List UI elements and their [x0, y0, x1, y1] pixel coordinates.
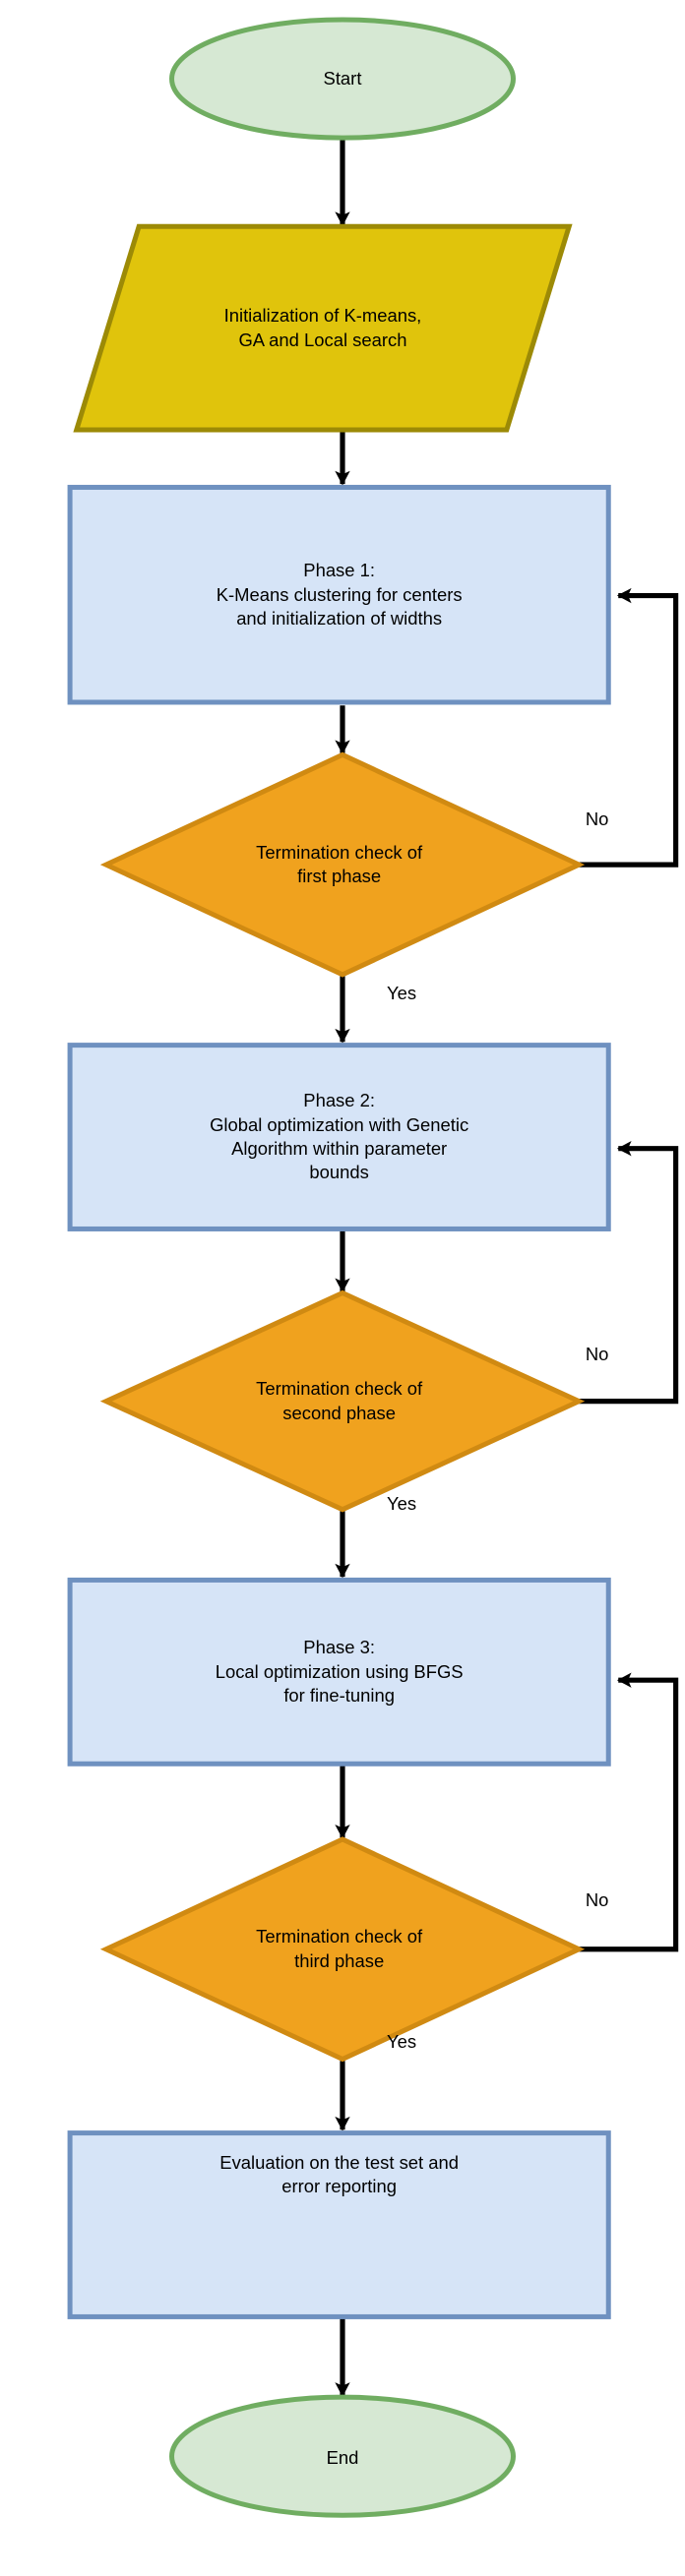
- termination-check-second-phase-shape: [99, 1289, 586, 1513]
- connector-check-1-no-feedback-to-phase-1: [579, 587, 679, 868]
- termination-check-first-phase-shape: [99, 751, 586, 978]
- initialization-io-shape: [73, 223, 573, 433]
- connector-check-2-no-feedback-to-phase-2: [579, 1141, 679, 1405]
- start-terminal-shape: [169, 17, 516, 141]
- edge-label-no-third: No: [585, 1889, 609, 1911]
- end-terminal-shape: [169, 2394, 516, 2518]
- phase-1-process-shape: [67, 484, 611, 705]
- edge-label-no-second: No: [585, 1343, 609, 1364]
- termination-check-third-phase-shape: [99, 1836, 586, 2063]
- edge-label-yes-second: Yes: [387, 1492, 417, 1514]
- phase-2-process-shape: [67, 1043, 611, 1231]
- edge-label-yes-third: Yes: [387, 2030, 417, 2052]
- feedback-connector-group: [579, 587, 679, 1952]
- edge-label-yes-first: Yes: [387, 982, 417, 1003]
- edge-label-no-first: No: [585, 809, 609, 830]
- phase-3-process-shape: [67, 1577, 611, 1767]
- connector-check-3-no-feedback-to-phase-3: [579, 1672, 679, 1952]
- evaluation-process-shape: [67, 2130, 611, 2319]
